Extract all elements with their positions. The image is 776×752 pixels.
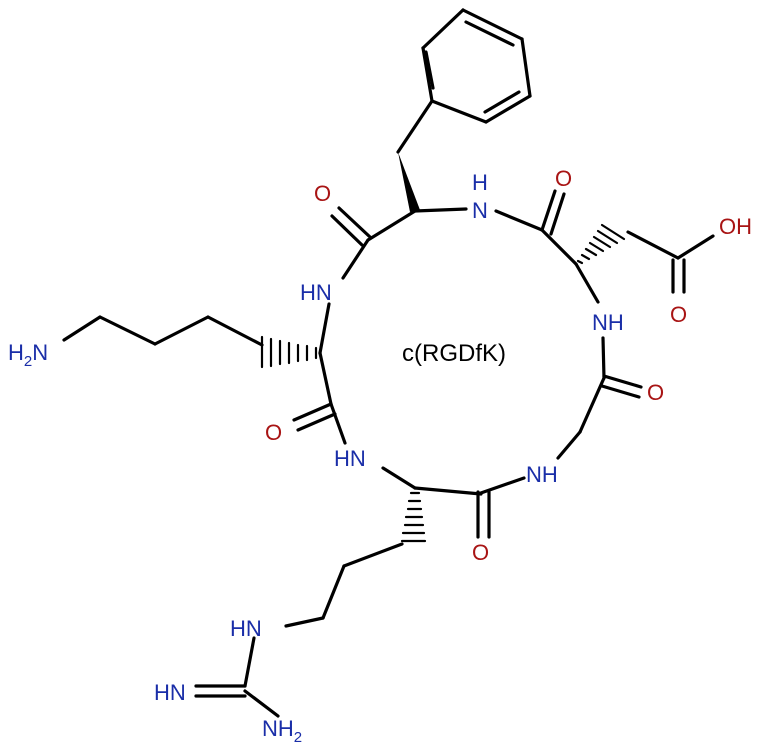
atom-layer: O H N O OH O HN NH H2N c(RGDfK) O O HN N… — [8, 166, 752, 746]
oxygen-atom-asp-carbonyl: O — [555, 166, 572, 191]
hn-guanidine: HN — [230, 616, 262, 641]
oxygen-atom-arg: O — [472, 540, 489, 565]
bond — [421, 8, 465, 50]
bond — [601, 336, 606, 380]
bond — [318, 302, 331, 355]
bond — [556, 430, 582, 460]
bond — [62, 315, 102, 342]
bond — [484, 94, 532, 124]
oxygen-atom-phe: O — [314, 181, 331, 206]
bond — [341, 238, 370, 280]
hash-bond — [576, 223, 626, 265]
h2n-amine: H2N — [8, 340, 48, 370]
nh-n-top: N — [472, 198, 488, 223]
hydroxyl-asp: OH — [719, 214, 752, 239]
bond — [284, 616, 325, 628]
bond — [540, 228, 578, 266]
bond — [476, 476, 526, 496]
wedge-bond — [398, 152, 420, 212]
bond — [329, 402, 347, 445]
hash-bond — [400, 491, 427, 543]
nh-right: NH — [592, 310, 624, 335]
hn-bottom-left: HN — [334, 446, 366, 471]
bond — [318, 351, 333, 406]
bond — [206, 315, 264, 347]
bond — [396, 99, 434, 154]
bond — [243, 689, 280, 718]
bond — [549, 192, 566, 236]
bond — [98, 315, 157, 346]
bond — [381, 466, 417, 490]
hash-bond — [260, 335, 318, 369]
bond — [243, 636, 256, 688]
hn-imine: HN — [154, 680, 186, 705]
hn-left: HN — [300, 280, 332, 305]
nh-bottom-right: NH — [526, 462, 558, 487]
bond — [461, 8, 524, 41]
bond — [626, 230, 680, 260]
oxygen-atom-gly: O — [647, 380, 664, 405]
bond — [413, 486, 483, 496]
bond — [330, 214, 364, 247]
bond — [321, 564, 346, 620]
bond — [578, 376, 606, 434]
bond — [366, 209, 417, 242]
bond — [342, 542, 404, 568]
nh2-guanidine: NH2 — [262, 716, 302, 746]
bond — [337, 206, 372, 239]
bond — [413, 207, 468, 213]
bond — [421, 46, 434, 103]
bond — [676, 234, 715, 260]
bond — [292, 402, 333, 422]
bond-layer — [62, 8, 715, 718]
bond — [464, 20, 515, 47]
bond — [296, 412, 337, 432]
bond — [602, 374, 643, 389]
bond — [483, 90, 521, 114]
molecule-label: c(RGDfK) — [402, 340, 506, 367]
bond — [494, 209, 544, 232]
oxygen-atom-asp-acid: O — [670, 302, 687, 327]
nh-h-top: H — [472, 170, 488, 195]
bond — [520, 37, 532, 98]
bond — [540, 189, 557, 232]
bond — [574, 262, 600, 304]
bond — [153, 315, 210, 346]
oxygen-atom-lys: O — [265, 420, 282, 445]
bond — [424, 50, 435, 90]
bond — [600, 384, 641, 399]
bond — [430, 99, 488, 124]
